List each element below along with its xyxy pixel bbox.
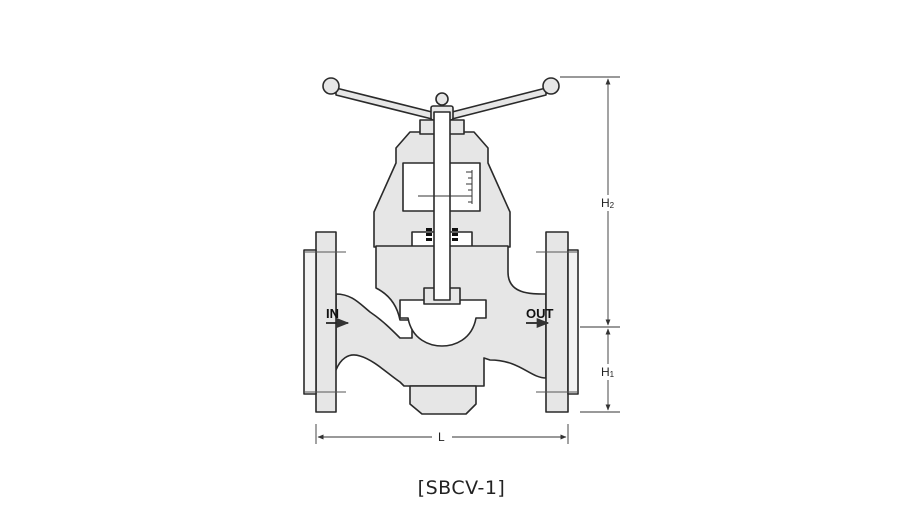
inlet-label: IN	[326, 306, 339, 321]
h2-label: H2	[601, 196, 615, 210]
outlet-label: OUT	[526, 306, 554, 321]
position-scale	[418, 170, 473, 204]
valve-disc	[399, 111, 487, 347]
length-label: L	[438, 430, 445, 444]
h1-label: H1	[601, 365, 615, 379]
packing-rings	[426, 228, 458, 241]
handwheel	[322, 77, 560, 121]
flange-bolts	[304, 251, 578, 393]
model-caption: [SBCV-1]	[417, 477, 506, 499]
